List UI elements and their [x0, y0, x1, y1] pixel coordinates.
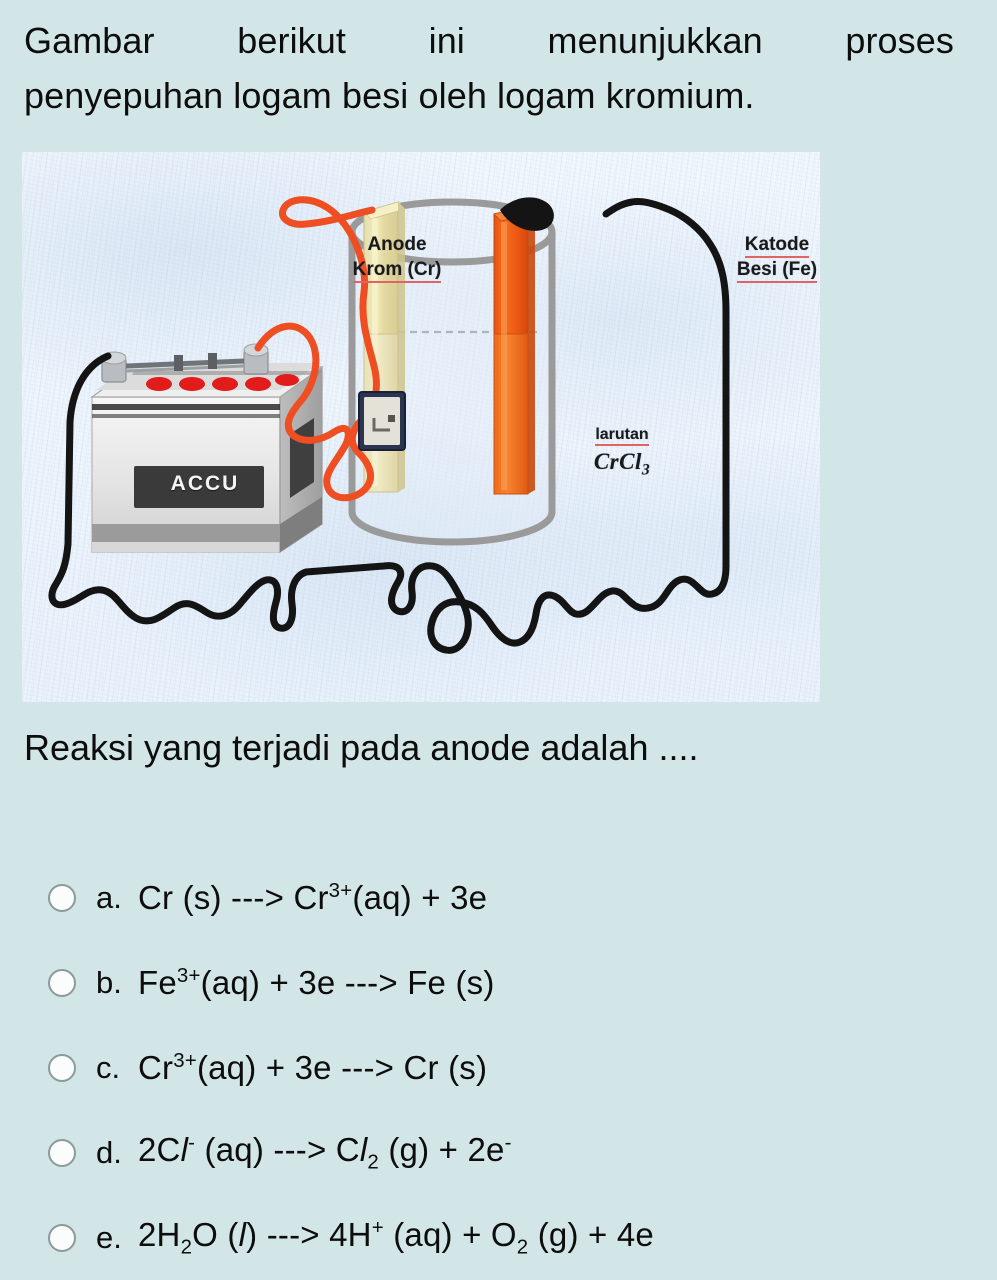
question-prompt: Reaksi yang terjadi pada anode adalah ..…: [24, 727, 699, 768]
option-row-b[interactable]: b. Fe3+(aq) + 3e ---> Fe (s): [48, 940, 988, 1025]
wire-positive-red: [254, 196, 380, 502]
question-stem-line-2: penyepuhan logam besi oleh logam kromium…: [24, 74, 755, 116]
cathode-clip: [500, 197, 554, 231]
diagram-svg: [48, 196, 730, 654]
radio-button-c[interactable]: [48, 1053, 76, 1082]
radio-button-e[interactable]: [48, 1223, 76, 1252]
anode-label-line2: Krom (Cr): [352, 259, 442, 284]
electroplating-diagram: Anode Krom (Cr) Katode Besi (Fe) larutan…: [22, 152, 820, 702]
battery-accu: [90, 343, 324, 554]
battery-terminal-negative: [101, 351, 127, 383]
question-stem-line-1: Gambar berikut ini menunjukkan proses: [24, 20, 954, 61]
answer-options-list: a. Cr (s) ---> Cr3+(aq) + 3e b. Fe3+(aq)…: [48, 855, 988, 1280]
radio-button-a[interactable]: [48, 883, 76, 912]
anode-label-line1: Anode: [367, 234, 427, 255]
solution-formula-main: CrCl: [593, 449, 642, 475]
katode-label: Katode Besi (Fe): [712, 232, 820, 284]
option-row-a[interactable]: a. Cr (s) ---> Cr3+(aq) + 3e: [48, 855, 988, 940]
katode-label-line1: Katode: [744, 234, 810, 258]
option-text-a: Cr (s) ---> Cr3+(aq) + 3e: [138, 878, 488, 916]
option-text-d: 2Cl- (aq) ---> Cl2 (g) + 2e-: [138, 1130, 512, 1174]
option-letter-d: d.: [96, 1134, 122, 1170]
katode-label-line2: Besi (Fe): [736, 259, 818, 284]
radio-button-b[interactable]: [48, 968, 76, 997]
option-letter-a: a.: [96, 879, 122, 915]
solution-formula: CrCl3: [552, 447, 692, 481]
wire-negative-black: [48, 198, 730, 654]
option-row-d[interactable]: d. 2Cl- (aq) ---> Cl2 (g) + 2e-: [48, 1110, 988, 1195]
option-text-b: Fe3+(aq) + 3e ---> Fe (s): [138, 963, 495, 1001]
solution-label-word: larutan: [595, 426, 649, 446]
option-text-e: 2H2O (l) ---> 4H+ (aq) + O2 (g) + 4e: [138, 1215, 654, 1259]
option-letter-e: e.: [96, 1219, 122, 1255]
option-letter-b: b.: [96, 964, 122, 1000]
option-row-c[interactable]: c. Cr3+(aq) + 3e ---> Cr (s): [48, 1025, 988, 1110]
anode-label: Anode Krom (Cr): [322, 232, 472, 284]
question-stem: Gambar berikut ini menunjukkan proses pe…: [24, 14, 954, 123]
radio-button-d[interactable]: [48, 1138, 76, 1167]
cathode-rod-iron: [493, 205, 536, 495]
option-row-e[interactable]: e. 2H2O (l) ---> 4H+ (aq) + O2 (g) + 4e: [48, 1195, 988, 1280]
switch-box: [358, 391, 406, 451]
battery-label-text: ACCU: [170, 472, 240, 495]
option-text-c: Cr3+(aq) + 3e ---> Cr (s): [138, 1048, 488, 1086]
option-letter-c: c.: [96, 1049, 121, 1085]
solution-formula-subscript: 3: [641, 461, 651, 479]
solution-label: larutan CrCl3: [552, 424, 692, 481]
